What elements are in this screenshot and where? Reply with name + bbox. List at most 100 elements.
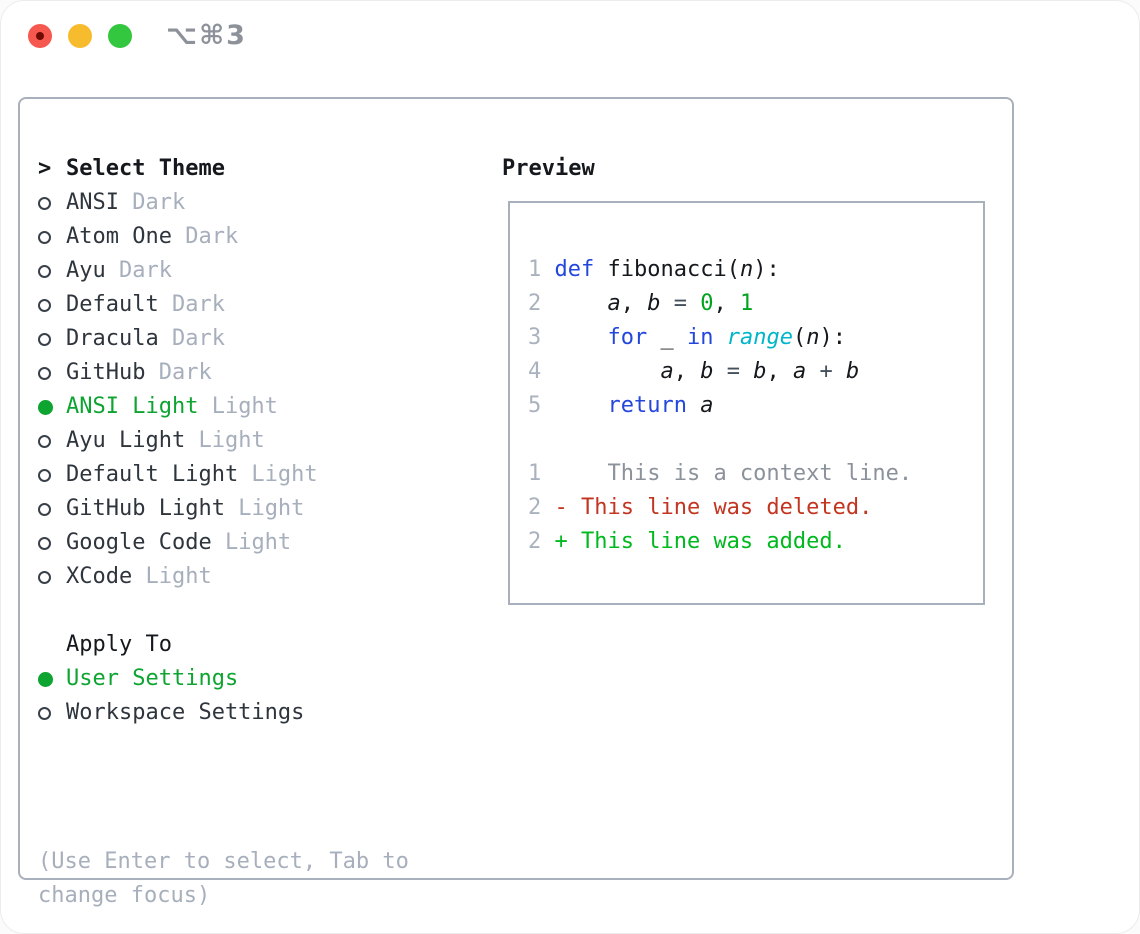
code-token-pln: [740, 359, 753, 384]
spacer: [38, 594, 488, 628]
theme-item-ayu-light[interactable]: Ayu Light Light: [38, 424, 488, 458]
item-tag: Light: [185, 428, 265, 453]
code-token-add: + This line was added.: [554, 529, 846, 554]
item-tag: Light: [238, 462, 318, 487]
theme-item-google-code[interactable]: Google Code Light: [38, 526, 488, 560]
item-tag: Dark: [118, 190, 186, 215]
radio-selected-icon: [38, 399, 66, 415]
code-token-num: 5: [528, 393, 542, 418]
item-label: Dracula: [66, 326, 159, 351]
radio-icon: [38, 570, 66, 584]
hint-line-1: (Use Enter to select, Tab to: [38, 849, 409, 874]
code-token-kw: for: [607, 325, 648, 350]
prompt-icon: >: [38, 156, 52, 181]
apply-to-header: Apply To: [66, 632, 172, 657]
code-token-var: a: [792, 359, 807, 384]
code-token-num: 1: [528, 461, 542, 486]
code-token-kw: def: [554, 257, 595, 282]
code-token-pln: ,: [766, 359, 793, 384]
code-token-pln: [541, 359, 660, 384]
item-label: Atom One: [66, 224, 172, 249]
theme-item-atom-one[interactable]: Atom One Dark: [38, 220, 488, 254]
code-token-var: n: [739, 257, 754, 282]
code-token-pln: [541, 529, 554, 554]
code-token-num: 3: [528, 325, 542, 350]
code-token-pln: ,: [713, 291, 740, 316]
apply-option-workspace-settings[interactable]: Workspace Settings: [38, 696, 488, 730]
radio-icon: [38, 468, 66, 482]
code-token-var: n: [806, 325, 820, 350]
item-label: GitHub Light: [66, 496, 225, 521]
item-label: Workspace Settings: [66, 700, 305, 725]
theme-item-dracula[interactable]: Dracula Dark: [38, 322, 488, 356]
theme-item-ansi[interactable]: ANSI Dark: [38, 186, 488, 220]
code-token-pln: ):: [753, 257, 780, 282]
radio-icon: [38, 434, 66, 448]
close-button[interactable]: [28, 24, 52, 48]
preview-title: Preview: [502, 156, 595, 181]
zoom-button[interactable]: [108, 24, 132, 48]
code-token-var: a: [660, 359, 674, 384]
item-label: User Settings: [66, 666, 239, 691]
item-label: ANSI: [66, 190, 119, 215]
code-token-pln: [806, 359, 819, 384]
code-token-op: =: [726, 359, 740, 384]
code-token-pln: [713, 325, 726, 350]
radio-icon: [38, 264, 66, 278]
code-token-num: 2: [528, 529, 542, 554]
theme-item-ansi-light[interactable]: ANSI Light Light: [38, 390, 488, 424]
theme-item-default-light[interactable]: Default Light Light: [38, 458, 488, 492]
code-token-num: 4: [528, 359, 542, 384]
minimize-button[interactable]: [68, 24, 92, 48]
code-token-pln: [833, 359, 846, 384]
code-token-pln: (: [792, 325, 807, 350]
theme-item-default[interactable]: Default Dark: [38, 288, 488, 322]
radio-icon: [38, 230, 66, 244]
item-label: Default: [66, 292, 159, 317]
code-token-pln: _: [647, 325, 687, 350]
code-token-pln: [660, 291, 673, 316]
theme-item-github[interactable]: GitHub Dark: [38, 356, 488, 390]
code-token-pln: fibonacci(: [594, 257, 740, 282]
code-token-pln: [687, 393, 700, 418]
theme-item-ayu[interactable]: Ayu Dark: [38, 254, 488, 288]
preview-pane: 1 def fibonacci(n): 2 a, b = 0, 1 3 for …: [508, 201, 985, 605]
radio-icon: [38, 196, 66, 210]
code-token-pln: [541, 325, 607, 350]
radio-icon: [38, 332, 66, 346]
code-token-num: 2: [528, 291, 542, 316]
theme-item-xcode[interactable]: XCode Light: [38, 560, 488, 594]
theme-item-github-light[interactable]: GitHub Light Light: [38, 492, 488, 526]
code-token-lit: 1: [739, 291, 754, 316]
code-token-op: +: [819, 359, 833, 384]
code-token-del: - This line was deleted.: [554, 495, 873, 520]
radio-icon: [38, 706, 66, 720]
item-tag: Dark: [105, 258, 172, 283]
code-token-pln: [541, 291, 607, 316]
item-tag: Light: [132, 564, 212, 589]
code-token-pln: ,: [620, 291, 648, 316]
item-label: Google Code: [66, 530, 212, 555]
code-token-var: a: [607, 291, 621, 316]
item-tag: Dark: [158, 326, 225, 351]
code-token-kw: in: [686, 325, 714, 350]
code-token-pln: [541, 461, 607, 486]
radio-icon: [38, 536, 66, 550]
apply-option-user-settings[interactable]: User Settings: [38, 662, 488, 696]
radio-icon: [38, 298, 66, 312]
code-token-var: a: [700, 393, 714, 418]
code-token-pln: [541, 393, 607, 418]
code-token-var: b: [845, 359, 860, 384]
item-label: Ayu: [66, 258, 106, 283]
code-token-kw: return: [607, 393, 687, 418]
theme-list-title: Select Theme: [66, 156, 225, 181]
item-label: Default Light: [66, 462, 239, 487]
code-token-num: 1: [528, 257, 542, 282]
code-token-num: 2: [528, 495, 542, 520]
window-title: ⌥⌘3: [166, 20, 247, 51]
